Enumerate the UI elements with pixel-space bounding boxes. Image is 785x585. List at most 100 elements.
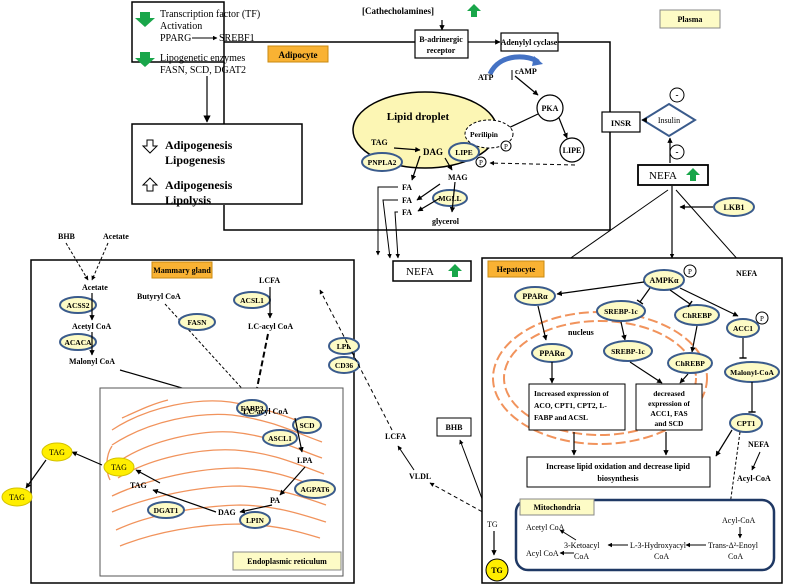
nefa-main-box [392,260,472,282]
b-adrenergic-text-1: B-adrinergic [419,35,463,44]
phospho-acc1: P [760,315,764,323]
er-membranes [106,399,327,547]
lkb1-enzyme [713,197,755,217]
malonyl-coa-hep-label: Malonyl-CoA [730,368,774,377]
scd-enzyme [292,416,322,434]
vldl-label: VLDL [409,472,431,481]
acc1-enzyme [726,318,760,338]
acaca-label: ACACA [64,338,92,347]
nefa-main-text: NEFA [406,266,434,278]
lipogenetic-genes: FASN, SCD, DGAT2 [160,65,246,76]
mammary-tag [151,261,213,279]
plasma-tag [659,9,721,29]
minus-icon [669,87,685,103]
mitochondria-tag [519,498,595,516]
pka-label: PKA [542,104,559,113]
lipe-circle-label: LIPE [563,146,582,155]
tf-activation: Activation [160,21,202,32]
decreased-expression-box [635,383,703,431]
dec-expr-1: decreased [653,389,685,398]
lipe-enzyme [448,142,480,162]
minus-2: - [676,147,679,157]
pa-label: PA [270,496,280,505]
lipolysis-up-text: Lipolysis [165,193,211,207]
tag-droplet-3 [1,487,33,507]
pnpla2-label: PNPLA2 [368,158,397,167]
chrebp-label-2: ChREBP [675,359,705,368]
tag-adipocyte: TAG [371,138,388,147]
b-adrenergic-receptor-box [414,29,469,59]
srebp1c-label-2: SREBP-1c [611,347,645,356]
agpat6-enzyme [294,479,336,499]
lpin-label: LPIN [246,516,265,525]
chrebp-label-1: ChREBP [682,311,712,320]
lipid-droplet-label: Lipid droplet [387,111,450,123]
atp-label: ATP [478,73,494,82]
dag-adipocyte: DAG [423,147,443,157]
fabp3-label: FABP3 [241,404,264,413]
acss2-label: ACSS2 [67,301,90,310]
bhb-mammary: BHB [58,232,76,241]
mitochondria-box [514,498,776,572]
hydroxyacyl-1: L-3-Hydroxyacyl [630,541,687,550]
adipocyte-panel: Transcription factor (TF) Activation PPA… [131,1,611,282]
arrow-up-green-icon [686,168,700,181]
increase-ox-1: Increase lipid oxidation and decrease li… [546,462,690,471]
ppara-label-2: PPARα [539,349,565,358]
acyl-coa-mito: Acyl-CoA [722,516,756,525]
adenylyl-cyclase-box [500,32,559,52]
tag-yellow-1: TAG [111,463,127,472]
lipogenesis-down-text: Lipogenesis [165,153,225,167]
hepatocyte-panel: Hepatocyte NEFA nucleus AMPKα P PPARα SR… [481,257,783,584]
camp-label: cAMP [515,67,537,76]
tag-droplet-1 [103,457,135,477]
inc-expr-3: FABP and ACSL [534,413,588,422]
acss2-enzyme [59,296,97,314]
er-label: Endoplasmic reticulum [247,557,327,566]
adipocyte-label: Adipocyte [279,50,318,60]
lcfa-mammary: LCFA [259,276,280,285]
acaca-enzyme [59,333,97,351]
perilipin-label: Perilipin [470,130,499,139]
agpat6-label: AGPAT6 [301,485,330,494]
mgll-label: MGLL [439,194,462,203]
adipogenesis-up-text: Adipogenesis [165,178,233,192]
increase-ox-2: biosynthesis [597,474,638,483]
chrebp-enzyme-1 [674,304,720,326]
arrow-down-outline-icon [141,139,159,154]
arrow-up-outline-icon [141,177,159,192]
bhb-box [436,417,472,437]
plasma-region: Plasma INSR Insulin - - NEFA LKB1 [564,9,755,263]
lipe-label: LIPE [455,148,473,157]
b-adrenergic-text-2: receptor [427,46,456,55]
catecholamines-label: [Cathecholamines] [362,6,434,16]
lc-acyl-coa-1: LC-acyl CoA [248,322,293,331]
pnpla2-enzyme [361,152,403,172]
adipocyte-tag [267,45,329,63]
nefa-hepatocyte: NEFA [736,269,757,278]
tg-circle-label: TG [491,566,503,575]
hepatocyte-tag [487,260,545,278]
scd-label: SCD [299,421,315,430]
srebp1c-enzyme-1 [596,300,646,322]
hydroxyacyl-2: CoA [654,552,669,561]
ketoacyl-2: CoA [574,552,589,561]
chrebp-enzyme-2 [667,352,713,374]
tag-mammary: TAG [130,481,147,490]
tg-label: TG [487,520,498,529]
mammary-label: Mammary gland [153,266,211,275]
fa-1: FA [402,183,412,192]
tag-yellow-2: TAG [49,448,65,457]
minus-1: - [676,90,679,100]
fa-3: FA [402,208,412,217]
ampka-enzyme [643,269,685,291]
ascl1-enzyme [262,429,298,447]
mag-label: MAG [448,173,468,182]
acyl-coa-hepatocyte: Acyl-CoA [737,474,771,483]
dgat1-enzyme [147,501,185,519]
butyryl-coa: Butyryl CoA [137,292,181,301]
acetate-top: Acetate [103,232,129,241]
ppara-label-1: PPARα [522,292,548,301]
adenylyl-cyclase-text: Adenylyl cyclase [501,38,558,47]
dec-expr-4: and SCD [655,419,685,428]
